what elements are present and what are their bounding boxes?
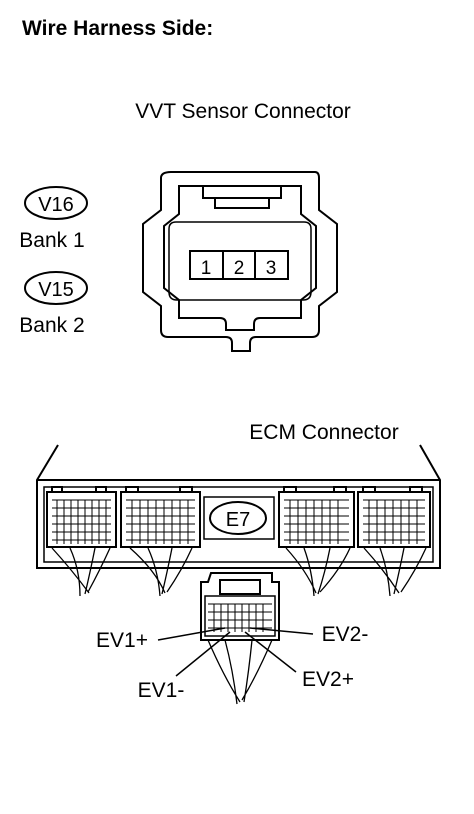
- pin-callout-lines: [157, 627, 314, 677]
- ecm-socket-1: [46, 486, 117, 597]
- ecm-socket-4: [357, 486, 431, 597]
- ecm-code-badge: E7: [209, 501, 267, 535]
- page-title: Wire Harness Side:: [22, 17, 214, 40]
- ecm-socket-3: [278, 486, 355, 597]
- ecm-connector-title: ECM Connector: [249, 421, 398, 444]
- vvt-bank-label-2: Bank 2: [19, 314, 84, 337]
- pin-label-ev1-minus: EV1-: [138, 679, 185, 702]
- pin-label-ev2-plus: EV2+: [302, 668, 354, 691]
- vvt-code-badge-bank2: V15: [24, 271, 88, 305]
- ecm-connector-body: [36, 444, 441, 569]
- vvt-bank-label-1: Bank 1: [19, 229, 84, 252]
- vvt-pin-2: 2: [234, 258, 245, 279]
- ecm-socket-2: [120, 486, 201, 597]
- vvt-code-badge-bank1: V16: [24, 186, 88, 220]
- vvt-code-v16: V16: [38, 194, 74, 216]
- vvt-pin-1: 1: [201, 258, 212, 279]
- pin-label-ev1-plus: EV1+: [96, 629, 148, 652]
- ecm-center-block: [203, 496, 275, 540]
- vvt-code-v15: V15: [38, 279, 74, 301]
- ecm-code-e7: E7: [226, 509, 250, 531]
- pin-label-ev2-minus: EV2-: [322, 623, 369, 646]
- vvt-connector-housing: [142, 171, 338, 352]
- e7-plug-connector: [200, 572, 280, 705]
- vvt-pin-3: 3: [266, 258, 277, 279]
- vvt-connector-title: VVT Sensor Connector: [135, 100, 351, 123]
